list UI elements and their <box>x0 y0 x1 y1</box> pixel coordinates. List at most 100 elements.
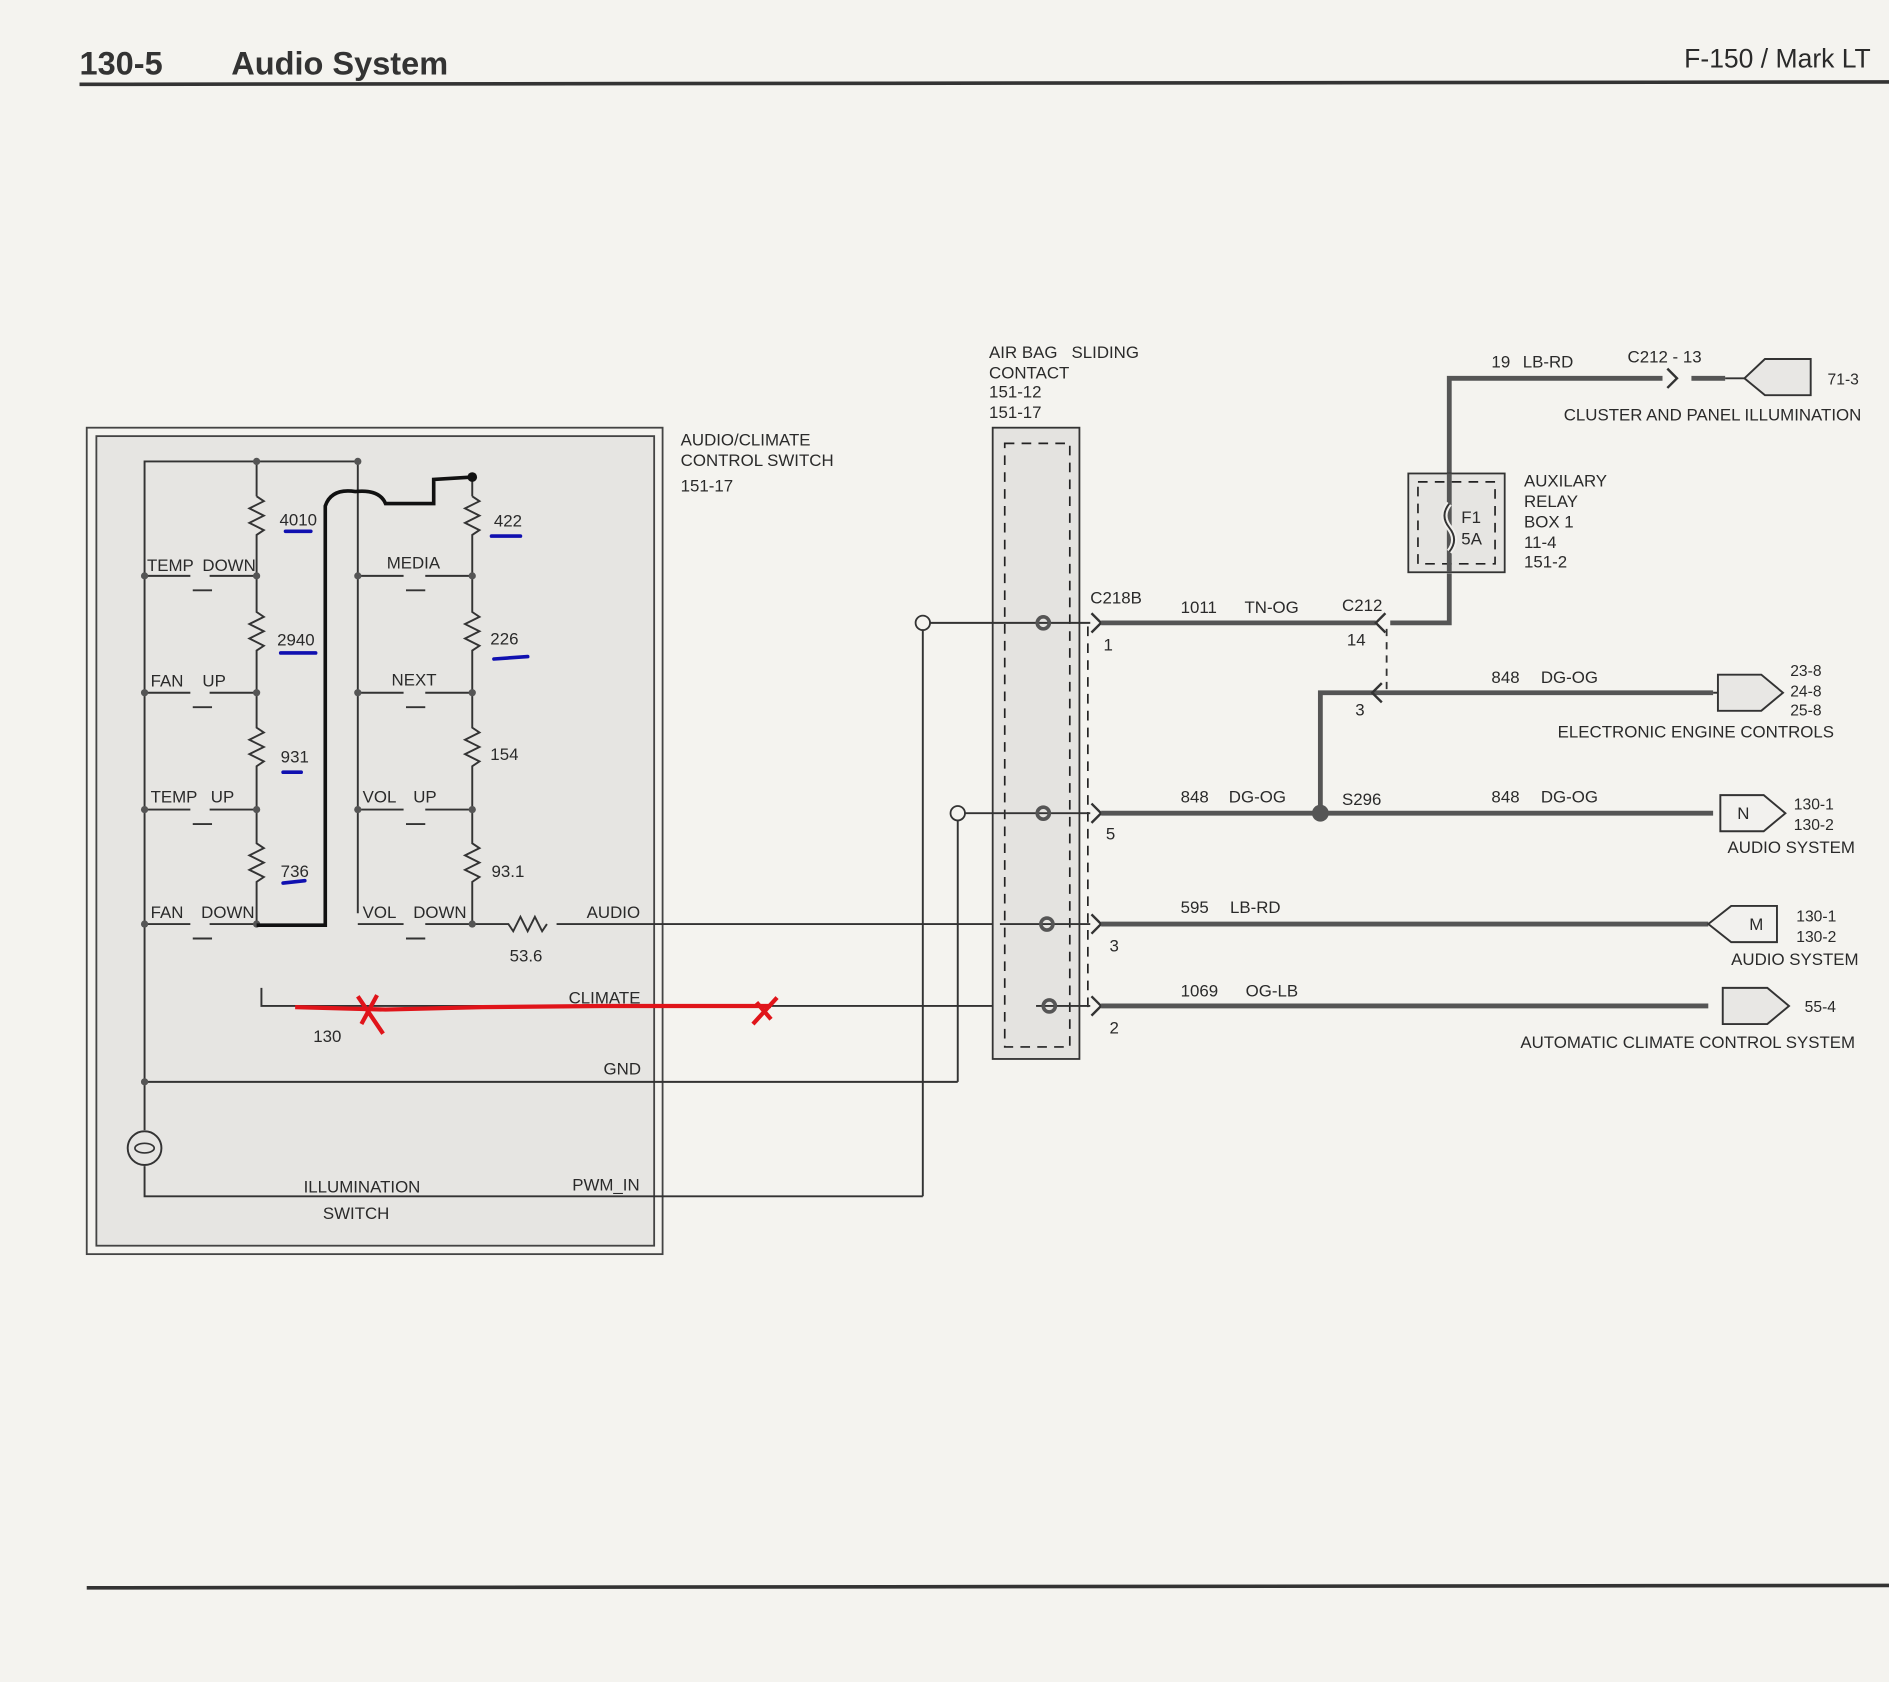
flag-tag: N <box>1737 804 1749 823</box>
button-label: UP <box>413 787 436 806</box>
button-label: VOL <box>363 903 397 922</box>
circuit-color: TN-OG <box>1244 598 1298 617</box>
pin-number: 2 <box>1110 1019 1119 1038</box>
page-ref: 55-4 <box>1805 999 1837 1016</box>
illumination-lamp-icon <box>126 1130 163 1166</box>
resistor-value: 2940 <box>277 631 315 650</box>
circuit-number: 19 <box>1491 352 1510 371</box>
fuse-rating: 5A <box>1461 530 1482 549</box>
resistor-value: 931 <box>281 748 309 767</box>
red-marker-strike <box>295 994 779 1035</box>
hand-drawn-marker-line <box>256 475 473 928</box>
connector-label: C212 - 13 <box>1628 348 1702 367</box>
circuit-number: 848 <box>1491 668 1519 687</box>
pin-number: 5 <box>1106 825 1115 844</box>
page-ref: 25-8 <box>1790 703 1822 720</box>
page-reference-flag-icon <box>1706 905 1778 944</box>
circuit-color: DG-OG <box>1541 787 1598 806</box>
page-ref: 71-3 <box>1828 371 1860 388</box>
section-title: Audio System <box>231 46 448 82</box>
resistor-value: 93.1 <box>492 862 525 881</box>
pin-number: 3 <box>1110 937 1119 956</box>
page-reference-flag-icon <box>1721 986 1791 1025</box>
output-label-gnd: GND <box>604 1060 641 1079</box>
airbag-sliding-contact <box>914 426 1103 1197</box>
button-label: FAN <box>151 672 184 691</box>
airbag-ref: 151-12 <box>989 383 1042 402</box>
resistor-value: 4010 <box>279 510 317 529</box>
circuit-color: LB-RD <box>1523 352 1574 371</box>
button-label: DOWN <box>413 903 466 922</box>
switch-title: AUDIO/CLIMATE <box>681 431 811 450</box>
harness-wires <box>1101 367 1745 1009</box>
circuit-color: DG-OG <box>1229 787 1286 806</box>
pin-number: 14 <box>1347 631 1366 650</box>
button-label: UP <box>202 672 225 691</box>
destination-climate-control: 55-4 AUTOMATIC CLIMATE CONTROL SYSTEM <box>1520 986 1855 1052</box>
circuit-color: OG-LB <box>1246 981 1298 1000</box>
fuse-icon <box>1443 502 1456 553</box>
lamp-label: ILLUMINATION <box>304 1178 421 1197</box>
page-reference-flag-icon <box>1742 358 1812 397</box>
vehicle-title: F-150 / Mark LT <box>1684 43 1871 73</box>
destination-name: ELECTRONIC ENGINE CONTROLS <box>1558 722 1834 741</box>
resistor-value: 154 <box>490 745 518 764</box>
switch-title: CONTROL SWITCH <box>681 451 834 470</box>
airbag-title: AIR BAG SLIDING <box>989 343 1139 362</box>
button-label: FAN <box>151 903 184 922</box>
fuse-label: F1 <box>1461 508 1481 527</box>
connector-label: C212 <box>1342 596 1382 615</box>
airbag-title: CONTACT <box>989 363 1069 382</box>
output-label-climate: CLIMATE <box>569 989 641 1008</box>
splice-dot-icon <box>1311 804 1329 822</box>
relay-label: 151-2 <box>1524 552 1567 571</box>
circuit-number: 848 <box>1181 787 1209 806</box>
button-label: DOWN <box>201 903 254 922</box>
header-rule <box>79 80 1889 87</box>
page-ref: 130-2 <box>1794 817 1834 834</box>
pin-number: 1 <box>1104 636 1113 655</box>
circuit-color: DG-OG <box>1541 668 1598 687</box>
blue-marker-underlines <box>278 529 530 885</box>
page-ref: 24-8 <box>1790 683 1822 700</box>
destination-audio-system-n: N 130-1 130-2 AUDIO SYSTEM <box>1719 794 1855 857</box>
page-ref: 130-1 <box>1796 909 1836 926</box>
page-ref: 130-1 <box>1794 797 1834 814</box>
connector-label: C218B <box>1090 589 1142 608</box>
destination-name: AUDIO SYSTEM <box>1728 838 1855 857</box>
resistor-value: 53.6 <box>510 946 543 965</box>
page-ref: 23-8 <box>1790 663 1822 680</box>
destination-cluster-illumination: 71-3 CLUSTER AND PANEL ILLUMINATION <box>1564 358 1862 424</box>
footer-rule <box>86 1583 1889 1590</box>
destination-name: AUDIO SYSTEM <box>1731 950 1858 969</box>
splice-label: S296 <box>1342 790 1381 809</box>
button-label: TEMP <box>147 556 194 575</box>
relay-label: BOX 1 <box>1524 513 1574 532</box>
audio-climate-switch: TEMP DOWN FAN UP TEMP UP FAN DOWN 4010 2… <box>85 426 1037 1256</box>
auxiliary-relay-box <box>1407 472 1506 574</box>
resistor-value: 422 <box>494 511 522 530</box>
lamp-label: SWITCH <box>323 1204 390 1223</box>
output-label-pwm: PWM_IN <box>572 1175 639 1194</box>
airbag-ref: 151-17 <box>989 403 1042 422</box>
resistor-value: 226 <box>490 630 518 649</box>
flag-tag: M <box>1749 915 1763 934</box>
relay-label: AUXILARY <box>1524 472 1607 491</box>
circuit-number: 595 <box>1181 898 1209 917</box>
resistor-value: 736 <box>281 862 309 881</box>
destination-audio-system-m: M 130-1 130-2 AUDIO SYSTEM <box>1706 905 1859 969</box>
page-ref: 130-2 <box>1796 929 1836 946</box>
circuit-color: LB-RD <box>1230 898 1281 917</box>
circuit-number: 848 <box>1491 787 1519 806</box>
page-reference-flag-icon <box>1719 794 1787 833</box>
switch-ref: 151-17 <box>681 477 734 496</box>
page-reference-flag-icon <box>1716 673 1785 712</box>
pin-number: 3 <box>1355 701 1364 720</box>
button-label: UP <box>211 787 234 806</box>
destination-name: CLUSTER AND PANEL ILLUMINATION <box>1564 405 1862 424</box>
button-label: MEDIA <box>387 554 441 573</box>
button-label: VOL <box>363 787 397 806</box>
circuit-number: 1011 <box>1181 598 1217 617</box>
relay-label: 11-4 <box>1524 533 1557 552</box>
